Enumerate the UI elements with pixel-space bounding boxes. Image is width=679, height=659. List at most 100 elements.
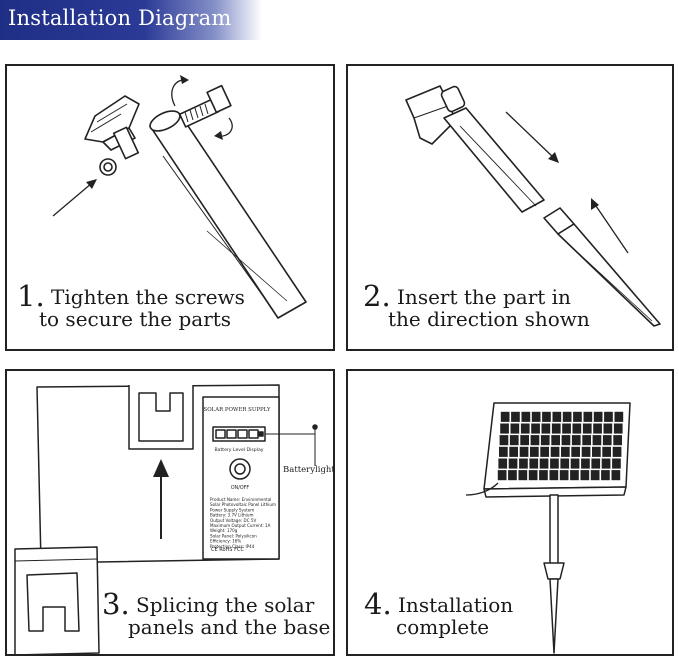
solar-cell: [519, 458, 528, 469]
solar-cell: [539, 458, 549, 469]
spec-line: Solar Panel: Polysilicon: [210, 533, 257, 538]
solar-cell: [592, 446, 601, 457]
spec-line: Protection Class: IP44: [210, 544, 255, 549]
step-4-line1: Installation: [398, 593, 514, 617]
solar-cell: [572, 423, 582, 434]
spec-line: Maximum Output Current: 1A: [210, 523, 271, 528]
step-2-number: 2.: [363, 279, 391, 313]
solar-cell: [581, 458, 590, 469]
solar-cell: [571, 446, 580, 457]
spec-line: Weight: 170g: [210, 528, 238, 533]
solar-cell: [531, 411, 541, 422]
solar-cell: [520, 435, 529, 446]
solar-cell: [613, 435, 622, 446]
spec-line: Power Supply System: [210, 507, 254, 512]
step-2-line2: the direction shown: [388, 307, 590, 331]
solar-cell: [612, 446, 622, 457]
solar-cell: [604, 411, 613, 422]
solar-cell: [603, 423, 613, 434]
step-1-panel: 1. Tighten the screws to secure the part…: [5, 64, 335, 351]
solar-cell: [561, 446, 570, 457]
solar-panel-splicing-illustration: SOLAR POWER SUPPLY Battery Level Display…: [14, 384, 335, 654]
step-1-number: 1.: [17, 279, 45, 313]
solar-cell: [500, 411, 510, 422]
step-1-line2: to secure the parts: [39, 307, 232, 331]
solar-cell: [590, 470, 600, 481]
step-2-line1: Insert the part in: [397, 285, 571, 309]
solar-cell: [611, 470, 621, 481]
solar-cell: [498, 458, 508, 469]
step-3-panel: SOLAR POWER SUPPLY Battery Level Display…: [5, 369, 335, 656]
solar-cell: [529, 458, 539, 469]
step-4-line2: complete: [396, 615, 490, 639]
solar-cell: [591, 458, 601, 469]
solar-cell: [509, 446, 518, 457]
solar-cell: [573, 411, 582, 422]
solar-cell: [499, 446, 508, 457]
solar-cell: [510, 423, 520, 434]
solar-cell: [528, 470, 538, 481]
step-4-number: 4.: [364, 587, 392, 621]
solar-cell: [581, 446, 591, 457]
title-banner: Installation Diagram: [0, 0, 262, 40]
solar-cell: [570, 470, 579, 481]
solar-cell: [550, 458, 559, 469]
solar-cell: [570, 458, 580, 469]
spec-line: Battery: 3.7V Lithium: [210, 513, 253, 518]
solar-cell: [530, 435, 540, 446]
spec-line: Efficiency: 16%: [210, 539, 241, 544]
solar-cell: [561, 435, 571, 446]
solar-cell: [593, 423, 602, 434]
solar-cell: [499, 435, 509, 446]
solar-cell: [602, 446, 611, 457]
solar-cell: [583, 411, 593, 422]
page-title: Installation Diagram: [8, 6, 232, 30]
solar-cell: [552, 411, 562, 422]
battery-light-label: Batterylight: [283, 465, 335, 475]
spec-line: Product Name: Environmental: [210, 497, 271, 502]
solar-cell: [511, 411, 520, 422]
solar-cell: [580, 470, 590, 481]
solar-cell: [601, 470, 610, 481]
solar-cell: [562, 411, 572, 422]
solar-cell: [562, 423, 571, 434]
step-2-caption: 2. Insert the part in the direction show…: [363, 282, 590, 331]
solar-cell: [602, 435, 612, 446]
solar-cell: [521, 411, 531, 422]
solar-cell: [559, 470, 569, 481]
solar-cell: [519, 446, 529, 457]
solar-cell: [593, 411, 603, 422]
solar-cell: [542, 411, 551, 422]
power-box-label: SOLAR POWER SUPPLY: [204, 407, 271, 413]
battery-level-caption: Battery Level Display: [215, 447, 264, 453]
solar-cell: [541, 423, 551, 434]
solar-cell: [530, 446, 539, 457]
solar-cell: [520, 423, 530, 434]
solar-cell: [500, 423, 509, 434]
step-2-panel: 2. Insert the part in the direction show…: [346, 64, 674, 351]
certification-mark: CE RoHS FCC: [211, 547, 244, 553]
solar-cell: [509, 435, 519, 446]
solar-cell: [508, 458, 518, 469]
solar-cell: [549, 470, 559, 481]
screw-assembly-illustration: [52, 75, 307, 319]
step-1-caption: 1. Tighten the screws to secure the part…: [17, 282, 245, 331]
solar-cell: [539, 470, 548, 481]
solar-cell: [540, 446, 549, 457]
solar-cell: [531, 423, 540, 434]
solar-cell: [560, 458, 570, 469]
solar-cell: [551, 435, 560, 446]
solar-cell: [614, 411, 624, 422]
solar-cell: [551, 423, 561, 434]
step-4-panel: 4. Installation complete: [346, 369, 674, 656]
solar-cell: [508, 470, 517, 481]
installed-solar-panel-illustration: [465, 402, 631, 654]
solar-cell: [518, 470, 528, 481]
solar-cell: [550, 446, 560, 457]
spec-line: Output Voltage: DC 5V: [210, 518, 256, 523]
solar-cell: [613, 423, 623, 434]
solar-cell: [592, 435, 602, 446]
switch-label: ON/OFF: [231, 485, 250, 491]
step-1-line1: Tighten the screws: [51, 285, 245, 309]
